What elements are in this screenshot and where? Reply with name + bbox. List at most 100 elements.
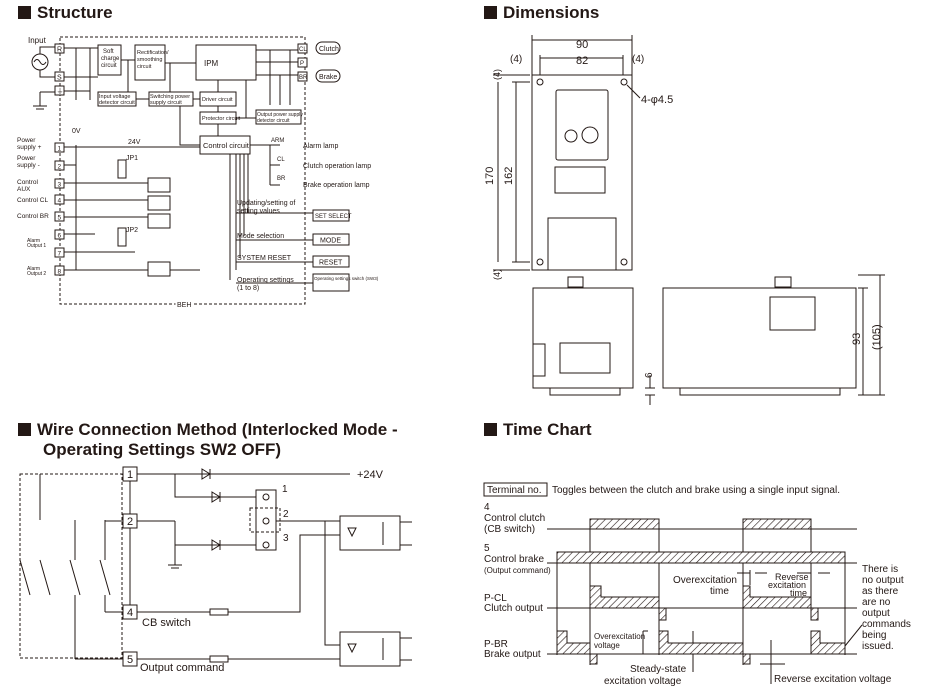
diagram-label: smoothing xyxy=(137,57,162,63)
control-panel xyxy=(555,89,609,161)
diagram-label: (CB switch) xyxy=(484,524,535,535)
diagram-shape xyxy=(297,57,308,68)
diagram-label: excitation xyxy=(768,580,806,590)
diagram-shape xyxy=(810,607,819,621)
pcl-pulse-1 xyxy=(589,585,660,609)
diagram-label: Clutch xyxy=(319,46,339,53)
diagram-label: BR xyxy=(299,75,308,81)
diagram-shape xyxy=(532,343,546,377)
diagram-label: 82 xyxy=(576,55,588,67)
diagram-label: Output command xyxy=(140,662,224,674)
diagram-label: circuit xyxy=(137,64,152,70)
diagram-label: voltage xyxy=(594,641,620,650)
diagram-shape xyxy=(117,227,127,247)
diagram-label: Terminal no. xyxy=(487,485,541,496)
diagram-shape xyxy=(589,653,598,665)
diagram-label: supply circuit xyxy=(150,100,182,106)
diagram-shape xyxy=(581,126,599,144)
diagram-shape xyxy=(297,71,308,82)
diagram-label: Clutch operation lamp xyxy=(303,163,371,170)
pbr-pulse-3 xyxy=(810,630,846,655)
time-chart: Terminal no. Toggles between the clutch … xyxy=(483,482,911,687)
diagram-shape xyxy=(262,541,270,549)
diagram-label: 4 xyxy=(127,607,133,619)
diagram-label: Alarm xyxy=(27,266,40,272)
diagram-label: SYSTEM RESET xyxy=(237,255,292,262)
diagram-label: Brake operation lamp xyxy=(303,182,370,189)
diagram-label: time xyxy=(710,586,729,597)
diagram-label: 170 xyxy=(484,167,496,185)
diagram-label: 90 xyxy=(576,39,588,51)
diagram-label: Steady-state xyxy=(630,664,687,675)
diagram-label: BR xyxy=(277,176,286,182)
section-title-wire: Wire Connection Method (Interlocked Mode… xyxy=(18,420,398,460)
diagram-shape xyxy=(75,60,280,280)
diagram-label: Control brake xyxy=(484,554,544,565)
diagram-shape xyxy=(262,517,270,525)
diagram-label: 3 xyxy=(283,533,289,544)
diagram-label: Operating settings switch (SW3) xyxy=(314,276,379,281)
diagram-shape xyxy=(137,520,340,660)
diagram-label: 1 xyxy=(127,469,133,481)
diagram-shape xyxy=(64,146,200,271)
terminal-no-badge xyxy=(483,482,548,497)
section-title-structure: Structure xyxy=(18,3,113,23)
section-title-dimensions: Dimensions xyxy=(484,3,599,23)
wire-title-line1: Wire Connection Method (Interlocked Mode… xyxy=(37,420,398,439)
diagram-label: issued. xyxy=(862,641,894,652)
diagram-label: Output power supply xyxy=(257,112,303,118)
diagram-shape xyxy=(75,473,350,660)
diagram-label: excitation voltage xyxy=(604,676,682,687)
diagram-label: JP2 xyxy=(126,227,138,234)
diagram-shape xyxy=(549,375,655,405)
dimensions-drawing: 90 82 (4) (4) 4-φ4.5 170 162 (4) (4) 6 9… xyxy=(484,35,885,405)
diagram-label: Control circuit xyxy=(203,141,250,150)
diagram-label: P-BR xyxy=(484,639,508,650)
diagram-shape xyxy=(147,195,171,211)
diagram-label: 93 xyxy=(851,333,863,345)
diagram-label: 162 xyxy=(503,167,515,185)
diagram-shape xyxy=(774,276,792,288)
diagram-label: ARM xyxy=(271,138,284,144)
diagram-label: being xyxy=(862,630,886,641)
diagram-label: 5 xyxy=(484,543,490,554)
diagram-label: Output 2 xyxy=(27,271,46,277)
diagram-label: are no xyxy=(862,597,891,608)
diagram-shape xyxy=(769,296,816,331)
diagram-label: There is xyxy=(862,564,898,575)
diagram-label: SET SELECT xyxy=(315,214,352,220)
diagram-label: 2 xyxy=(283,509,289,520)
diagram-label: Power xyxy=(17,137,36,144)
optocoupler-1 xyxy=(339,515,401,551)
diagram-label: Operating settings xyxy=(237,277,294,284)
clutch-load xyxy=(315,41,341,55)
diagram-shape xyxy=(737,570,830,585)
brake-command xyxy=(556,551,846,564)
diagram-shape xyxy=(147,177,171,193)
diagram-shape xyxy=(33,46,60,110)
diagram-label: Toggles between the clutch and brake usi… xyxy=(552,485,840,496)
diagram-shape xyxy=(147,261,171,277)
diagram-label: charge xyxy=(101,56,120,62)
diagram-label: 6 xyxy=(58,233,62,240)
diagram-label: as there xyxy=(862,586,899,597)
diagram-shape xyxy=(117,159,127,179)
diagram-label: 2 xyxy=(58,164,62,171)
diagram-label: (4) xyxy=(510,54,522,65)
diagram-label: circuit xyxy=(101,63,117,69)
diagram-label: Control clutch xyxy=(484,513,545,524)
diagram-label: P xyxy=(300,61,304,67)
diagram-label: 5 xyxy=(58,215,62,222)
pbr-pulse-2 xyxy=(658,630,744,655)
diagram-shape xyxy=(209,655,229,663)
diagram-label: no output xyxy=(862,575,904,586)
diagram-label: 0V xyxy=(72,128,81,135)
diagram-shape xyxy=(255,109,302,125)
